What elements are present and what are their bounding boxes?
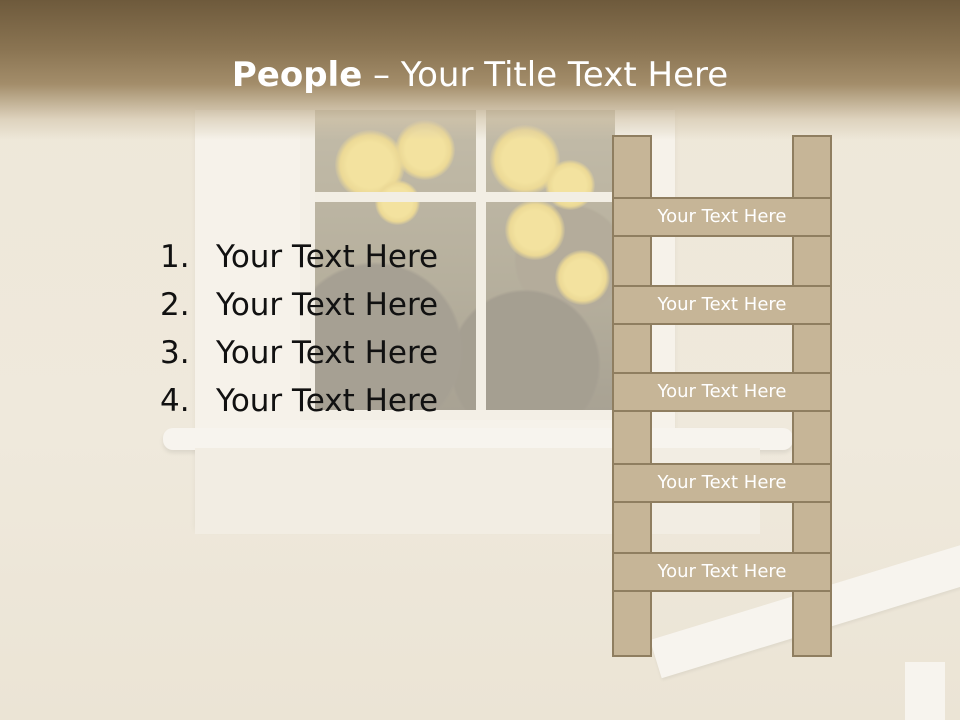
ladder-rung: Your Text Here <box>612 463 832 503</box>
ladder-rung: Your Text Here <box>612 372 832 412</box>
slide-title: People – Your Title Text Here <box>0 54 960 96</box>
list-number: 1. <box>160 239 190 275</box>
list-text: Your Text Here <box>216 335 439 371</box>
ladder-rung: Your Text Here <box>612 285 832 325</box>
ladder-rung: Your Text Here <box>612 197 832 237</box>
window-sill <box>163 428 793 450</box>
list-number: 2. <box>160 287 190 323</box>
list-number: 4. <box>160 383 190 419</box>
image-wash-overlay <box>300 110 630 420</box>
list-item: 3. Your Text Here <box>160 329 490 377</box>
list-item: 1. Your Text Here <box>160 233 490 281</box>
stair-post <box>905 662 945 720</box>
list-item: 2. Your Text Here <box>160 281 490 329</box>
numbered-list: 1. Your Text Here 2. Your Text Here 3. Your… <box>160 233 490 425</box>
list-text: Your Text Here <box>216 383 439 419</box>
list-item: 4. Your Text Here <box>160 377 490 425</box>
list-text: Your Text Here <box>216 239 439 275</box>
ladder-rung: Your Text Here <box>612 552 832 592</box>
title-rest: – Your Title Text Here <box>362 55 729 95</box>
list-number: 3. <box>160 335 190 371</box>
list-text: Your Text Here <box>216 287 439 323</box>
title-bold: People <box>231 55 363 95</box>
header-band <box>0 0 960 140</box>
